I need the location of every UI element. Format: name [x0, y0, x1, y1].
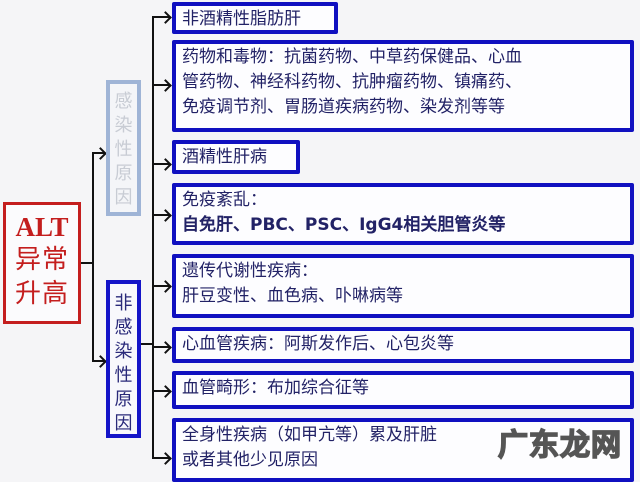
category-char: 原 [114, 163, 133, 184]
item-connector [152, 84, 169, 86]
arrow-icon [94, 355, 107, 368]
item-text: 酒精性肝病 [182, 147, 267, 167]
category-char: 染 [114, 115, 133, 136]
category-char: 非 [114, 293, 133, 314]
connector-non-infectious [92, 360, 104, 362]
arrow-icon [94, 147, 107, 160]
arrow-icon [159, 452, 172, 465]
arrow-icon [159, 280, 172, 293]
root-abbr: ALT [15, 212, 69, 242]
item-connector [152, 163, 169, 165]
item-text: 管药物、神经科药物、抗肿瘤药物、镇痛药、 [182, 72, 522, 92]
arrow-icon [159, 158, 172, 171]
item-connector [152, 346, 169, 348]
item-text: 肝豆变性、血色病、卟啉病等 [182, 286, 403, 306]
category-char: 因 [114, 187, 133, 208]
items-bracket [152, 16, 154, 459]
arrow-icon [159, 79, 172, 92]
item-text: 血管畸形：布加综合征等 [182, 378, 369, 398]
item-text: 遗传代谢性疾病： [182, 261, 318, 281]
item-text: 或者其他少见原因 [182, 450, 318, 470]
root-line1: 异常 [14, 245, 69, 275]
cause-drugs-toxins: 药物和毒物：抗菌药物、中草药保健品、心血 管药物、神经科药物、抗肿瘤药物、镇痛药… [172, 40, 634, 132]
watermark: 广东龙网 [497, 427, 622, 464]
item-text: 心血管疾病：阿斯发作后、心包炎等 [182, 334, 454, 354]
item-text: 药物和毒物：抗菌药物、中草药保健品、心血 [182, 47, 522, 67]
root-connector [81, 262, 93, 264]
arrow-icon [159, 209, 172, 222]
category-non-infectious: 非 感 染 性 原 因 [106, 280, 141, 438]
root-line2: 升高 [14, 279, 69, 309]
category-char: 因 [114, 413, 133, 434]
cause-immune-disorder: 免疫紊乱： 自免肝、PBC、PSC、IgG4相关胆管炎等 [172, 183, 634, 245]
cause-nafld: 非酒精性脂肪肝 [172, 2, 338, 34]
arrow-icon [159, 385, 172, 398]
item-text: 自免肝、PBC、PSC、IgG4相关胆管炎等 [182, 215, 506, 235]
cause-cardiovascular: 心血管疾病：阿斯发作后、心包炎等 [172, 327, 634, 363]
non-infectious-connector [141, 343, 153, 345]
item-text: 非酒精性脂肪肝 [182, 9, 301, 29]
arrow-icon [159, 11, 172, 24]
item-connector [152, 457, 169, 459]
category-char: 原 [114, 389, 133, 410]
connector-infectious [92, 152, 104, 154]
category-char: 性 [114, 139, 133, 160]
category-char: 染 [114, 341, 133, 362]
category-bracket [92, 152, 94, 362]
cause-systemic-other: 全身性疾病（如甲亢等）累及肝脏 或者其他少见原因 [172, 418, 634, 482]
category-char: 感 [114, 91, 133, 112]
category-char: 性 [114, 365, 133, 386]
item-connector [152, 285, 169, 287]
item-connector [152, 16, 169, 18]
arrow-icon [159, 341, 172, 354]
cause-genetic-metabolic: 遗传代谢性疾病： 肝豆变性、血色病、卟啉病等 [172, 254, 634, 318]
item-text: 免疫调节剂、胃肠道疾病药物、染发剂等等 [182, 97, 505, 117]
cause-alcoholic-liver-disease: 酒精性肝病 [172, 140, 300, 174]
root-node-alt-elevated: ALT 异常 升高 [3, 202, 81, 324]
category-infectious: 感 染 性 原 因 [106, 80, 141, 216]
item-text: 免疫紊乱： [182, 190, 267, 210]
item-connector [152, 214, 169, 216]
item-connector [152, 390, 169, 392]
category-char: 感 [114, 317, 133, 338]
item-text: 全身性疾病（如甲亢等）累及肝脏 [182, 425, 437, 445]
cause-vascular-malformation: 血管畸形：布加综合征等 [172, 371, 634, 409]
